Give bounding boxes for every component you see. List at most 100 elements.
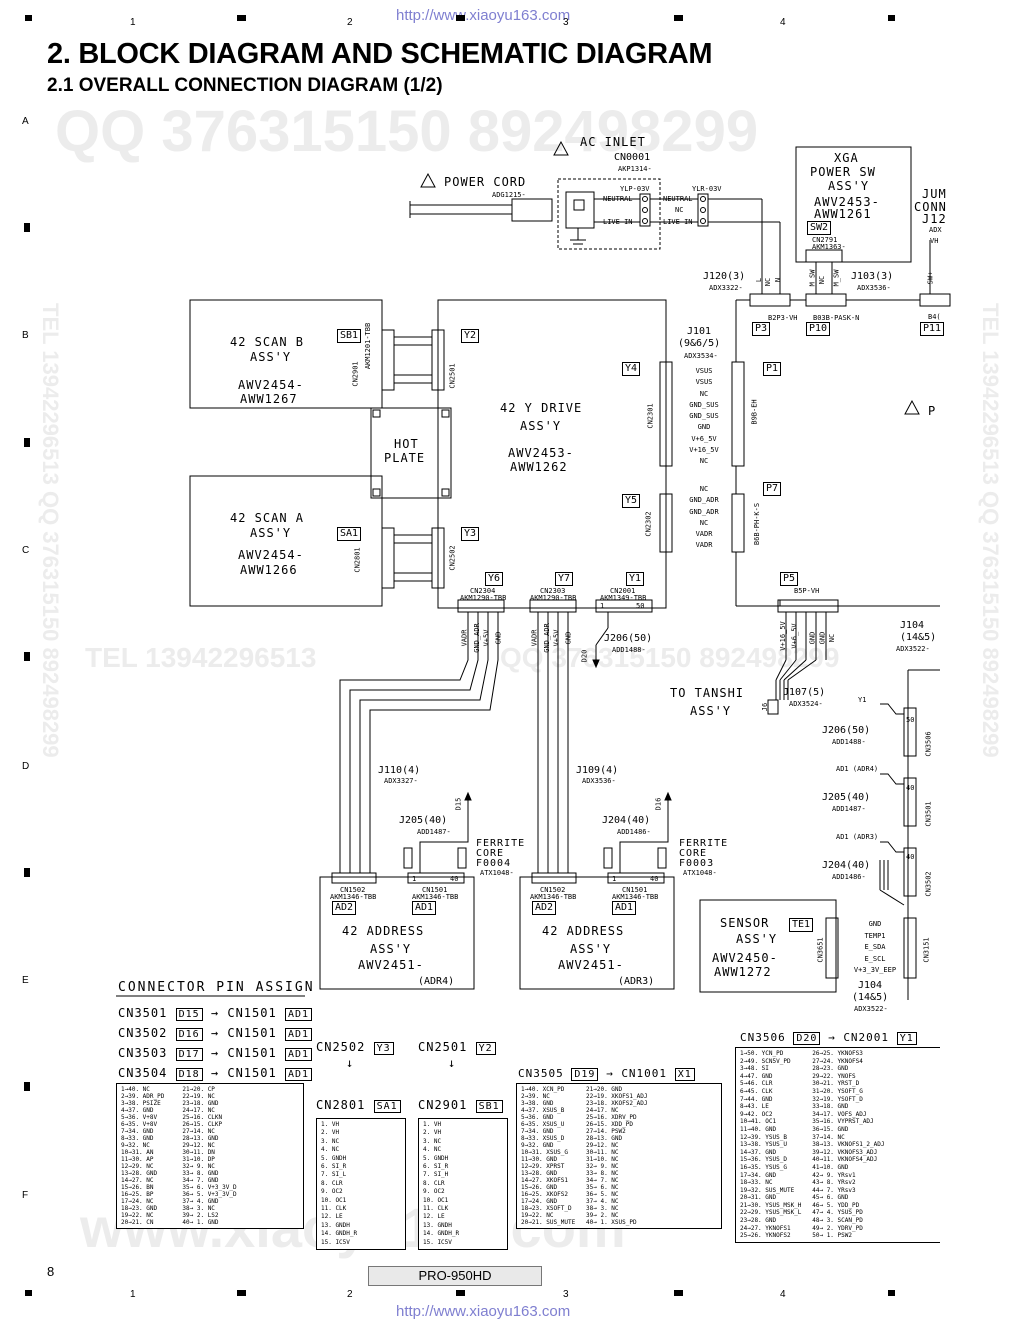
scan-a-l3: AWV2454- (238, 548, 304, 562)
j205-d15: D15 (454, 797, 463, 811)
cn3505-d: D19 (571, 1068, 599, 1081)
j107-name: J107(5) (783, 687, 826, 698)
addr3-l2: ASS'Y (570, 942, 612, 956)
grid-row-b: B (22, 330, 29, 341)
addr3-l4: (ADR3) (618, 976, 655, 987)
header-url[interactable]: http://www.xiaoyu163.com (396, 7, 571, 24)
xga-name: XGA (834, 151, 859, 165)
grid-col-1: 1 (130, 17, 136, 28)
b4-label: B4( (928, 313, 941, 321)
j205-name: J205(40) (399, 815, 448, 826)
jump-l3: J12 (922, 212, 947, 226)
jump-l4: ADX (929, 226, 942, 234)
down-arrow-icon: ↓ (448, 1056, 456, 1070)
addr3-cn1501: CN1501 (622, 886, 648, 894)
j101-pin-list: VSUS VSUS NC GND_SUS GND_SUS GND V+6_5V … (676, 366, 732, 468)
right-p40b: 40 (906, 853, 915, 861)
pin-assign-d: D17 (175, 1048, 203, 1061)
j120-pin-nc: NC (764, 277, 773, 287)
cn2791-label: CN2791 (812, 236, 838, 244)
addr4-cn1502: CN1502 (340, 886, 366, 894)
right-cn3501: CN3501 (924, 801, 933, 827)
j107-j6: J6 (761, 702, 770, 712)
cn3506-d: D20 (793, 1032, 821, 1045)
live-out-label: LIVE IN (663, 218, 693, 226)
cn2501-block: CN2501 Y2 (418, 1040, 496, 1055)
ferrite2-l4: ATX1048- (683, 869, 717, 877)
pin-assign-ad: AD1 (284, 1048, 313, 1061)
xga-l5: AWW1261 (814, 207, 872, 221)
sensor-l1: SENSOR (720, 916, 770, 930)
cn2801-block: CN2801 SA1 (316, 1098, 401, 1113)
pin-assign-cn: CN3504 (118, 1066, 168, 1080)
addr4-pin1: 1 (412, 875, 417, 883)
pin-assign-cn: CN3501 (118, 1006, 168, 1020)
d20-label: D20 (580, 649, 589, 663)
addr4-pin40: 40 (450, 875, 459, 883)
j103-pin-3: M_SW (832, 269, 841, 287)
nc-out-label: NC (675, 206, 684, 214)
jump-l2: CONN (914, 200, 947, 214)
j104-top-sub: (14&5) (900, 632, 937, 643)
sensor-l4: AWW1272 (714, 965, 772, 979)
j120-pin-n: N (774, 277, 783, 283)
grid-col-4b: 4 (780, 1289, 786, 1300)
jump-l5: VH (930, 237, 939, 245)
j103-pin-1: M_SW (808, 269, 817, 287)
model-name: PRO-950HD (368, 1266, 542, 1286)
j206-add: ADD1488- (612, 646, 646, 654)
j101b-pin: GND_ADR (689, 496, 719, 505)
j101b-pin: GND_ADR (689, 507, 719, 516)
j103-sw: SW+ (926, 271, 935, 285)
j104-top-adx: ADX3522- (896, 645, 930, 653)
grid-row-c: C (22, 545, 30, 556)
grid-row-d: D (22, 761, 30, 772)
j101-pin: NC (699, 389, 709, 398)
pin-table-cn3506: 1→50. YCN_PD 26→25. YKNOFS3 2→49. SCN5V_… (735, 1047, 940, 1243)
j104-bottom-sub: (14&5) (852, 992, 889, 1003)
cn2501-label: CN2501 (448, 363, 457, 389)
j101-pin: NC (699, 457, 709, 466)
addr3-pin40: 40 (650, 875, 659, 883)
addr3-ad2: AD2 (532, 901, 557, 915)
arrow-icon: → (210, 1026, 220, 1040)
pin-assign-ad: AD1 (284, 1068, 313, 1081)
pin-assign-to: CN1501 (227, 1066, 277, 1080)
p5-sub: B5P-VH (794, 587, 820, 595)
sensor-l3: AWV2450- (712, 951, 778, 965)
y3-tag: Y3 (461, 527, 480, 541)
ydrive-l1: 42 Y DRIVE (500, 401, 583, 415)
scan-b-l1: 42 SCAN B (230, 335, 305, 349)
right-power-warn: P (928, 404, 937, 418)
cn2001-pin1: 1 (600, 602, 605, 610)
akm2303-label: AKM1290-TBB (530, 594, 577, 602)
right-j206: J206(50) (822, 725, 871, 736)
cn2801-label: CN2801 (353, 547, 362, 573)
ferrite2-l3: F0003 (679, 858, 715, 869)
grid-col-4: 4 (780, 17, 786, 28)
p7-tag: P7 (763, 482, 782, 496)
y1-tag: Y1 (626, 572, 645, 586)
right-add1486: ADD1486- (832, 873, 866, 881)
watermark-qq-mid: QQ 376315150 892498299 (500, 642, 840, 673)
tanshi-l1: TO TANSHI (670, 686, 745, 700)
pin-table-cn3505: 1→40. XCN_PD 21→20. GND 2→39. NC 22→19. … (516, 1083, 722, 1229)
j110-adx: ADX3327- (384, 777, 418, 785)
right-add1487: ADD1487- (832, 805, 866, 813)
j101b-pin: NC (699, 485, 709, 493)
pin-assign-to: CN1501 (227, 1026, 277, 1040)
power-cord-label: POWER CORD (444, 175, 527, 189)
y4-tag: Y4 (622, 362, 641, 376)
addr4-l1: 42 ADDRESS (342, 924, 425, 938)
pin-assign-cn: CN3503 (118, 1046, 168, 1060)
footer-url[interactable]: http://www.xiaoyu163.com (396, 1303, 571, 1320)
j101b-pin: VADR (695, 530, 713, 539)
ferrite1-l4: ATX1048- (480, 869, 514, 877)
xga-l4: AWV2453- (814, 195, 880, 209)
j101-pin: V+16_5V (689, 446, 719, 455)
hot-plate-l1: HOT (394, 437, 419, 451)
pin-assign-ad: AD1 (284, 1008, 313, 1021)
b2p3-label: B2P3-VH (768, 314, 798, 322)
pin-table-cn2501: 1. VH 2. VH 3. NC 4. NC 5. GNDH 6. SI_R … (418, 1118, 508, 1251)
addr4-l2: ASS'Y (370, 942, 412, 956)
